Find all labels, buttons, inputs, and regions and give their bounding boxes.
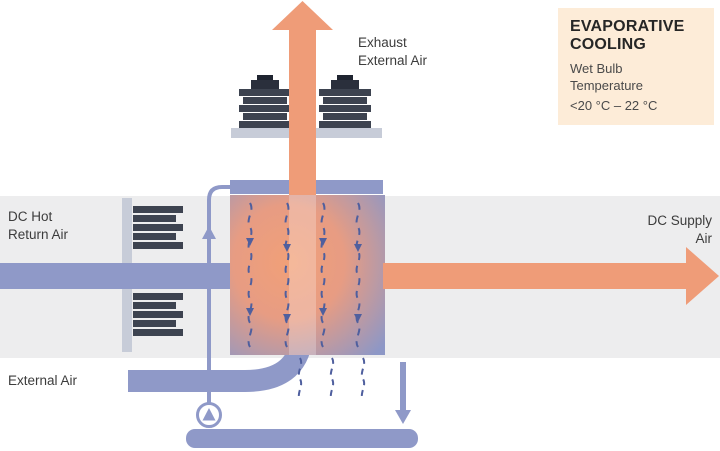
drain-arrow [395, 362, 411, 424]
basin-drip-lines [297, 357, 366, 401]
pump-icon [196, 402, 222, 428]
return-fan-top-icon [133, 206, 183, 249]
info-box: EVAPORATIVE COOLING Wet Bulb Temperature… [558, 8, 714, 125]
water-supply-line [202, 185, 231, 404]
return-fan-bottom-icon [133, 293, 183, 336]
water-basin [186, 429, 418, 448]
dc-supply-arrow [383, 247, 719, 305]
info-box-temp-range: <20 °C – 22 °C [570, 97, 658, 113]
dc-supply-label: DC Supply Air [647, 213, 712, 246]
media-drip-arrows [246, 238, 362, 322]
exhaust-arrow [272, 1, 333, 195]
dc-hot-return-arrow [0, 263, 252, 289]
external-air-label: External Air [8, 373, 78, 388]
cooling-media [230, 195, 385, 355]
info-box-title: EVAPORATIVE COOLING [570, 18, 685, 53]
airflow-stripe [289, 195, 316, 355]
exhaust-label: Exhaust External Air [358, 35, 428, 68]
info-box-subtitle: Wet Bulb Temperature [570, 60, 643, 93]
exhaust-fan-left-icon [239, 75, 291, 128]
dc-hot-return-label: DC Hot Return Air [8, 209, 69, 242]
exhaust-fan-right-icon [319, 75, 371, 128]
